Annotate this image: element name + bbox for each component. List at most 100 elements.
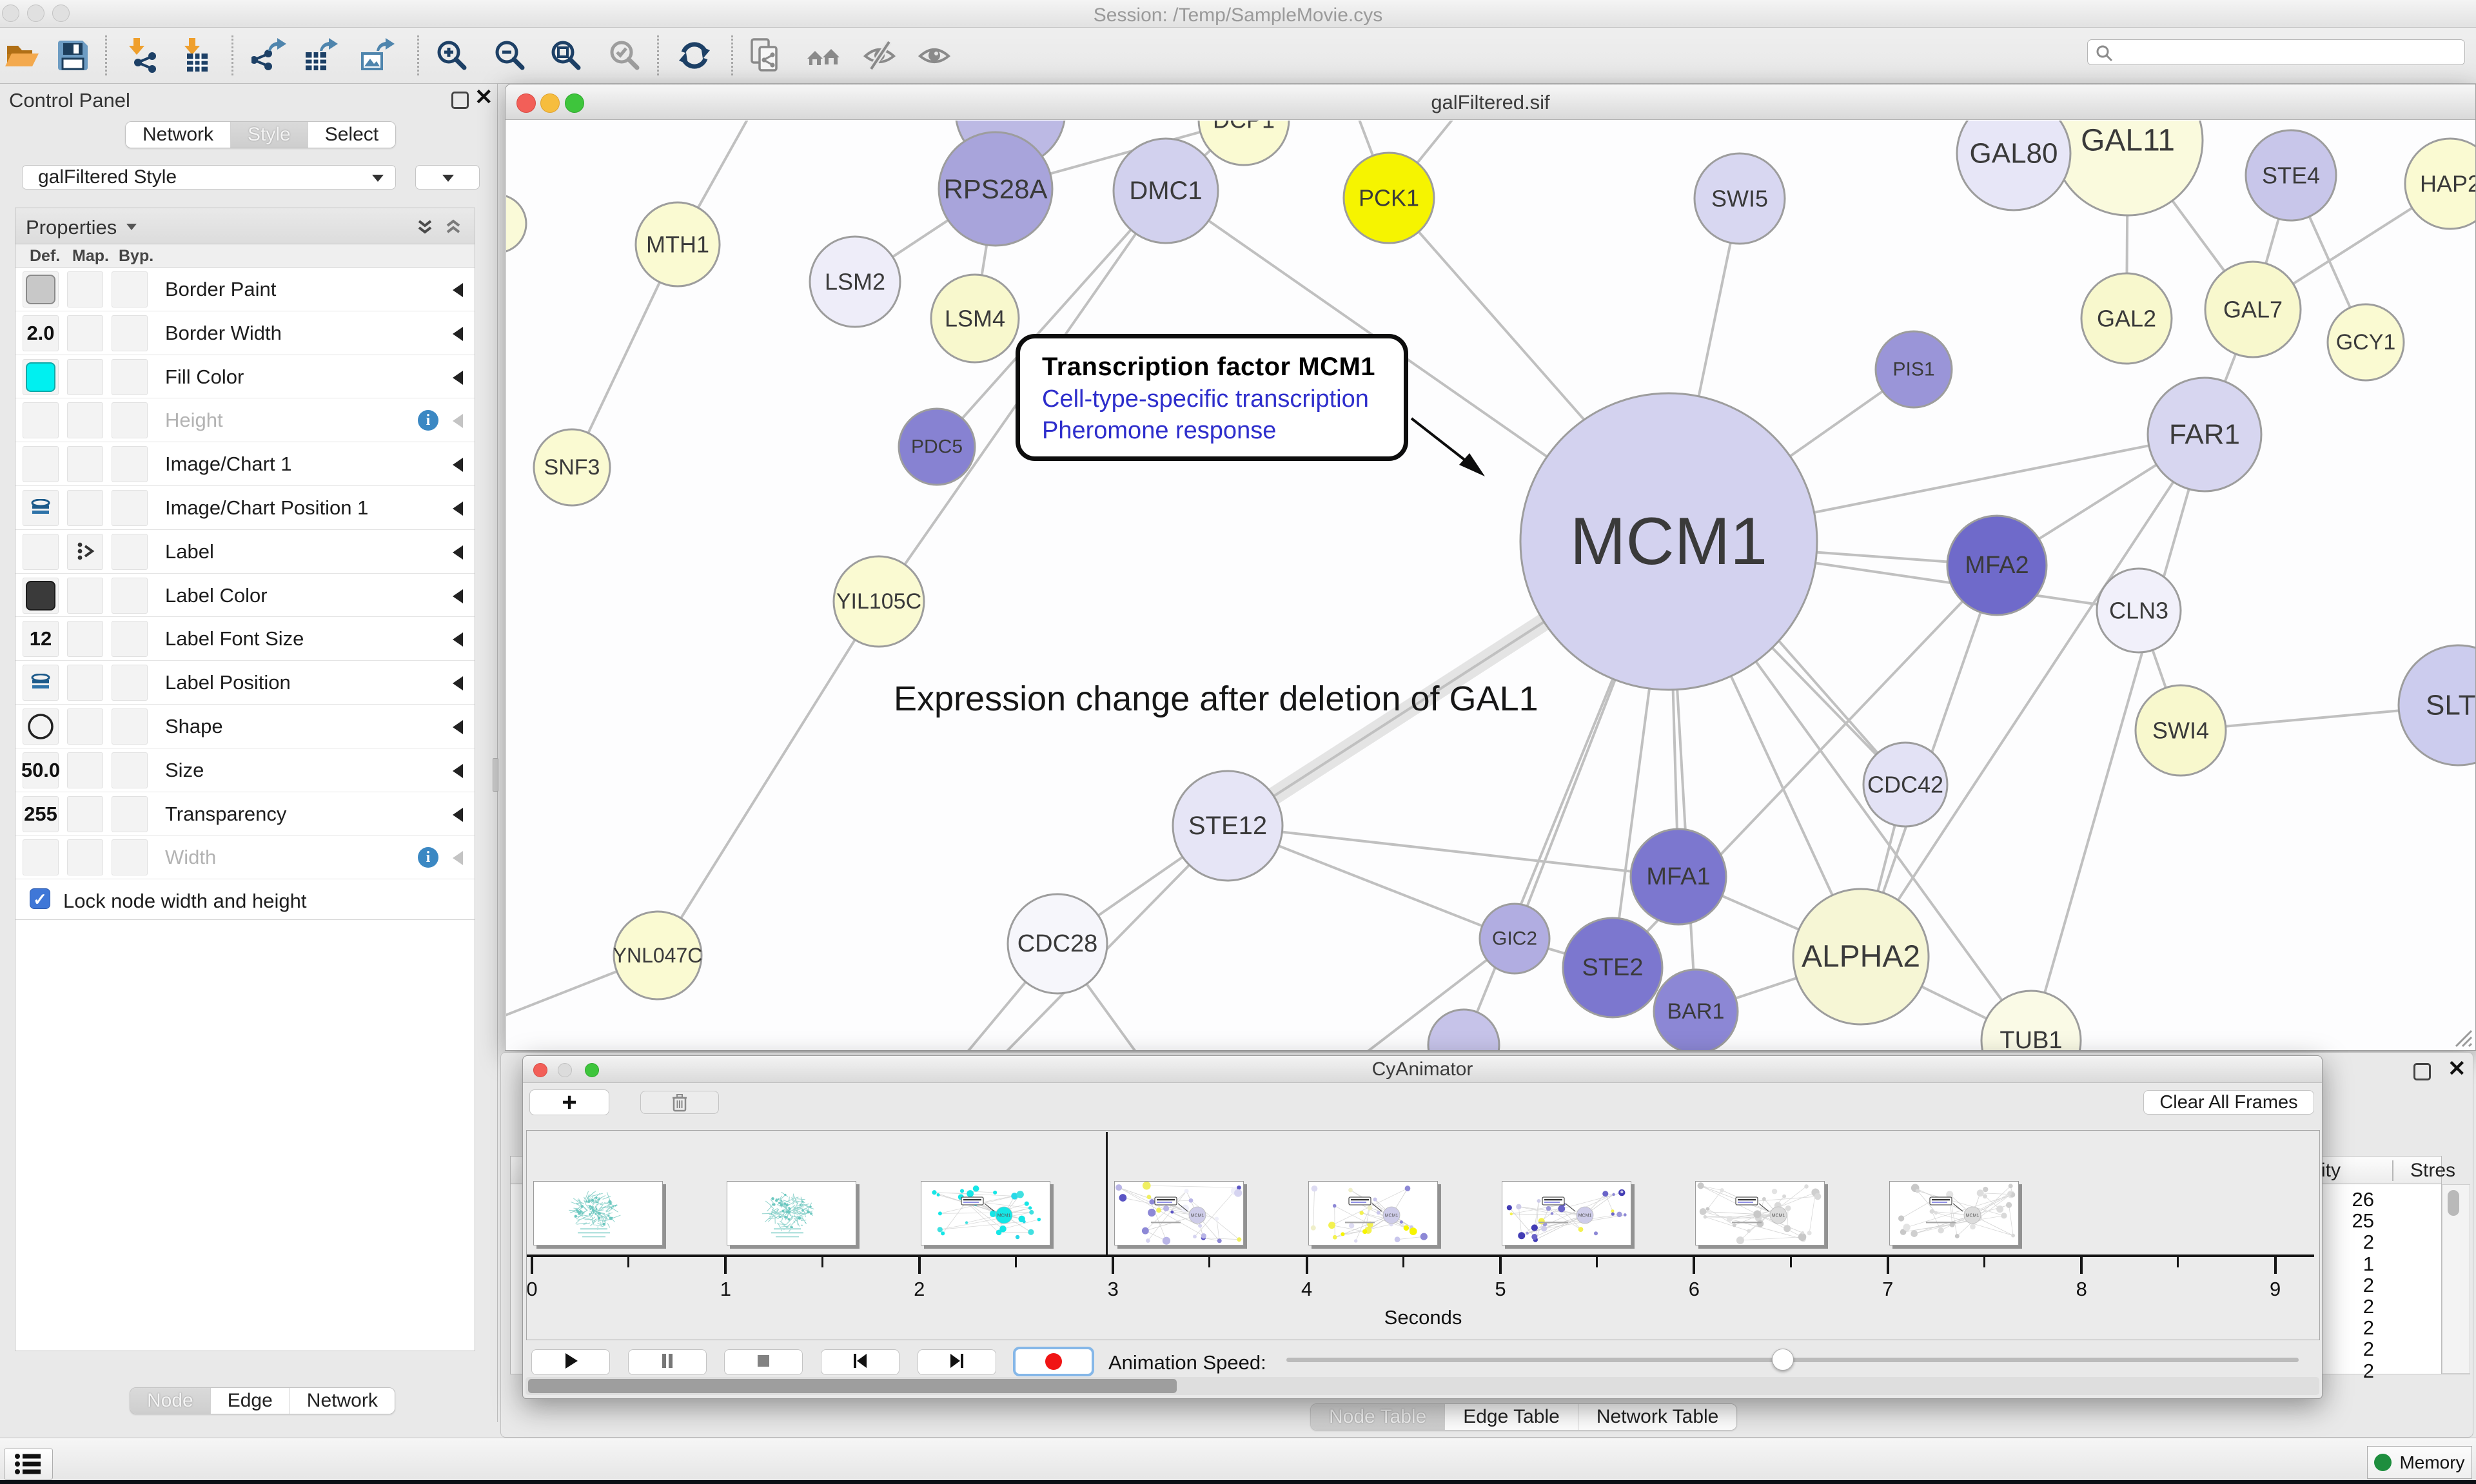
network-node-gal80[interactable]: GAL80 <box>1956 121 2072 211</box>
refresh-icon[interactable] <box>676 37 713 74</box>
bypass-value-cell[interactable] <box>112 796 148 832</box>
close-panel-icon[interactable]: ✕ <box>475 85 493 110</box>
task-history-button[interactable] <box>4 1449 53 1479</box>
frame-thumbnail-3[interactable]: MCM1 <box>1114 1181 1244 1245</box>
expand-property-icon[interactable] <box>453 545 463 560</box>
bypass-value-cell[interactable] <box>112 358 148 395</box>
column-divider[interactable] <box>2392 1160 2393 1181</box>
mapping-value-cell[interactable] <box>67 708 103 745</box>
column-centrality-label[interactable]: ity <box>2321 1160 2341 1181</box>
network-node-dcp1[interactable]: DCP1 <box>1197 121 1290 166</box>
mapping-value-cell[interactable] <box>67 489 103 526</box>
network-node-cdc42[interactable]: CDC42 <box>1862 741 1949 828</box>
mapping-value-cell[interactable] <box>67 358 103 395</box>
expand-property-icon[interactable] <box>453 501 463 516</box>
close-window-icon[interactable] <box>516 93 536 113</box>
minimize-window-icon[interactable] <box>27 5 44 22</box>
bypass-value-cell[interactable] <box>112 708 148 745</box>
home-layout-icon[interactable] <box>805 37 842 74</box>
network-node-pdc5[interactable]: PDC5 <box>898 407 976 486</box>
export-network-icon[interactable] <box>250 37 289 74</box>
expand-property-icon[interactable] <box>453 458 463 473</box>
default-value-cell[interactable] <box>23 839 59 876</box>
network-node-dmc1[interactable]: DMC1 <box>1112 137 1219 244</box>
scrollbar-thumb[interactable] <box>528 1379 1177 1393</box>
property-row-label-color[interactable]: Label Color <box>15 574 475 618</box>
network-window-titlebar[interactable]: galFiltered.sif <box>506 84 2475 120</box>
delete-frame-button[interactable] <box>640 1091 719 1114</box>
clear-all-frames-button[interactable]: Clear All Frames <box>2143 1090 2314 1115</box>
default-value-cell[interactable]: 255 <box>23 796 59 832</box>
network-node-ste12[interactable]: STE12 <box>1172 770 1284 882</box>
resize-grip-icon[interactable] <box>2450 1024 2473 1048</box>
network-node-swi4[interactable]: SWI4 <box>2134 684 2227 777</box>
default-value-cell[interactable] <box>23 489 59 526</box>
duplicate-network-icon[interactable] <box>748 37 785 74</box>
mapping-value-cell[interactable] <box>67 446 103 483</box>
network-node-ynl047c[interactable]: YNL047C <box>613 910 703 1001</box>
network-canvas[interactable]: GAL11ALPHA2MCM1RPS28BSLT2TUB1MTH1LSM2LSM… <box>506 121 2475 1050</box>
bypass-value-cell[interactable] <box>112 446 148 483</box>
mapping-value-cell[interactable] <box>67 665 103 701</box>
zoom-in-icon[interactable] <box>433 37 471 74</box>
network-edge[interactable] <box>2030 434 2206 1041</box>
tab-style[interactable]: Style <box>231 122 308 148</box>
info-icon[interactable]: i <box>418 847 438 868</box>
mapping-value-cell[interactable] <box>67 271 103 308</box>
info-icon[interactable]: i <box>418 410 438 431</box>
open-file-icon[interactable] <box>5 37 43 74</box>
expand-property-icon[interactable] <box>453 326 463 341</box>
maximize-window-icon[interactable] <box>52 5 70 22</box>
network-node-far1[interactable]: FAR1 <box>2147 376 2263 493</box>
property-row-border-paint[interactable]: Border Paint <box>15 268 475 311</box>
network-node-bar1[interactable]: BAR1 <box>1653 968 1739 1050</box>
network-node-gal11[interactable]: GAL11 <box>2052 121 2204 217</box>
network-node-alpha2[interactable]: ALPHA2 <box>1792 888 1930 1026</box>
zoom-fit-icon[interactable] <box>547 37 585 74</box>
default-value-cell[interactable] <box>23 271 59 308</box>
scrollbar-thumb[interactable] <box>2448 1190 2459 1216</box>
network-node-gic2[interactable]: GIC2 <box>1479 903 1551 975</box>
tab-select[interactable]: Select <box>308 122 396 148</box>
show-selected-icon[interactable] <box>916 37 953 74</box>
bypass-value-cell[interactable] <box>112 533 148 570</box>
maximize-window-icon[interactable] <box>585 1063 599 1077</box>
skip-start-button[interactable] <box>821 1349 899 1375</box>
annotation-box[interactable]: Transcription factor MCM1 Cell-type-spec… <box>1016 334 1408 461</box>
bypass-value-cell[interactable] <box>112 839 148 876</box>
network-node-pis1[interactable]: PIS1 <box>1874 330 1953 409</box>
expand-property-icon[interactable] <box>453 589 463 603</box>
expand-property-icon[interactable] <box>453 763 463 778</box>
default-value-cell[interactable] <box>23 402 59 439</box>
import-network-icon[interactable] <box>124 37 161 74</box>
frame-thumbnail-4[interactable]: MCM1 <box>1308 1181 1438 1245</box>
tab-network[interactable]: Network <box>126 122 231 148</box>
table-vertical-scrollbar[interactable] <box>2442 1184 2470 1374</box>
play-button[interactable] <box>531 1349 610 1375</box>
expand-all-icon[interactable] <box>415 217 435 237</box>
network-node-tub1[interactable]: TUB1 <box>1980 990 2082 1050</box>
tab-edge-table[interactable]: Edge Table <box>1445 1404 1578 1430</box>
default-value-cell[interactable] <box>23 708 59 745</box>
bypass-value-cell[interactable] <box>112 489 148 526</box>
bypass-value-cell[interactable] <box>112 402 148 439</box>
mapping-value-cell[interactable] <box>67 533 103 570</box>
network-node-mth1[interactable]: MTH1 <box>634 201 721 288</box>
tab-edge[interactable]: Edge <box>210 1388 290 1414</box>
style-selector[interactable]: galFiltered Style <box>22 165 396 190</box>
network-edge[interactable] <box>1860 433 2206 958</box>
property-row-image-chart-1[interactable]: Image/Chart 1 <box>15 442 475 486</box>
property-row-label[interactable]: Label <box>15 530 475 574</box>
bypass-value-cell[interactable] <box>112 621 148 658</box>
network-node-slt2[interactable]: SLT2 <box>2397 644 2475 766</box>
zoom-selected-icon[interactable] <box>606 37 644 74</box>
close-panel-icon[interactable]: ✕ <box>2448 1057 2466 1081</box>
table-cell-value[interactable]: 1 <box>2363 1252 2374 1275</box>
maximize-window-icon[interactable] <box>565 93 584 113</box>
export-image-icon[interactable] <box>359 37 396 74</box>
network-node-lsm2[interactable]: LSM2 <box>809 235 901 328</box>
import-table-icon[interactable] <box>177 37 214 74</box>
